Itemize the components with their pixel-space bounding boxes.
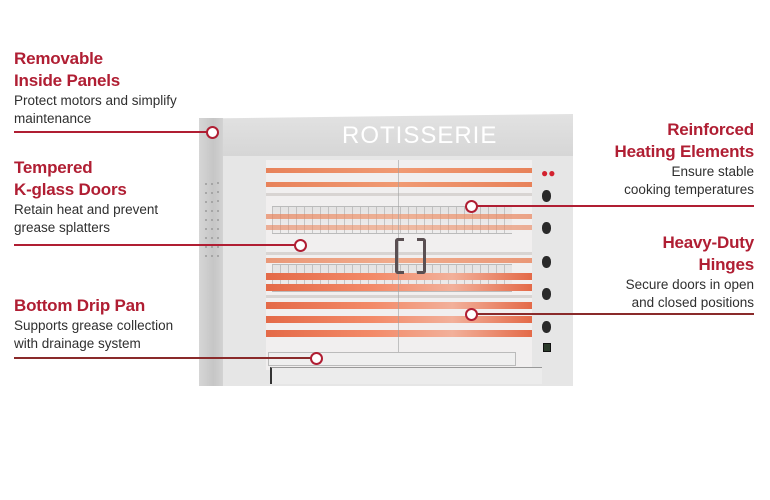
callout-description: Secure doors in open	[625, 277, 754, 292]
control-knob-5[interactable]	[542, 321, 551, 333]
callout-description: Supports grease collection	[14, 318, 174, 333]
callout-title: Reinforced	[667, 120, 754, 139]
control-knob-1[interactable]	[542, 190, 551, 202]
callout-hinges: Heavy-Duty Hinges Secure doors in open a…	[534, 232, 755, 312]
callout-marker-removable-panels[interactable]	[206, 126, 219, 139]
callout-line-tempered-doors	[14, 244, 298, 246]
control-knob-3[interactable]	[542, 256, 551, 268]
callout-marker-tempered-doors[interactable]	[294, 239, 307, 252]
callout-title: K-glass Doors	[14, 180, 127, 199]
callout-title: Removable	[14, 49, 103, 68]
callout-title: Bottom Drip Pan	[14, 296, 146, 315]
top-hood	[223, 114, 573, 156]
callout-marker-heating-elements[interactable]	[465, 200, 478, 213]
callout-description: Ensure stable	[671, 164, 754, 179]
control-knob-2[interactable]	[542, 222, 551, 234]
door-handle-right[interactable]	[417, 238, 426, 274]
callout-drip-pan: Bottom Drip Pan Supports grease collecti…	[14, 295, 254, 353]
brand-logo: ROTISSERIE	[342, 122, 498, 149]
callout-description: Retain heat and prevent	[14, 202, 159, 217]
control-knob-4[interactable]	[542, 288, 551, 300]
callout-description: with drainage system	[14, 336, 141, 351]
base-tray	[270, 367, 542, 384]
callout-removable-panels: Removable Inside Panels Protect motors a…	[14, 48, 254, 128]
drip-pan[interactable]	[268, 352, 516, 366]
callout-description: grease splatters	[14, 220, 111, 235]
callout-heating-elements: Reinforced Heating Elements Ensure stabl…	[534, 119, 755, 199]
callout-marker-drip-pan[interactable]	[310, 352, 323, 365]
callout-description: and closed positions	[631, 295, 754, 310]
callout-description: maintenance	[14, 111, 92, 126]
callout-title: Inside Panels	[14, 71, 121, 90]
flame-badge-icon: ●●	[541, 166, 556, 180]
callout-tempered-doors: Tempered K-glass Doors Retain heat and p…	[14, 157, 254, 237]
callout-title: Heating Elements	[614, 142, 755, 161]
callout-title: Hinges	[698, 255, 755, 274]
callout-line-removable-panels	[14, 131, 210, 133]
callout-title: Heavy-Duty	[662, 233, 754, 252]
callout-marker-hinges[interactable]	[465, 308, 478, 321]
callout-description: Protect motors and simplify	[14, 93, 177, 108]
callout-line-drip-pan	[14, 357, 314, 359]
power-switch-icon[interactable]	[543, 343, 551, 352]
door-handle-left[interactable]	[395, 238, 404, 274]
callout-line-hinges	[470, 313, 754, 315]
callout-title: Tempered	[14, 158, 93, 177]
callout-line-heating-elements	[470, 205, 754, 207]
callout-description: cooking temperatures	[624, 182, 754, 197]
cooking-cavity	[266, 160, 532, 370]
side-panel	[199, 118, 223, 386]
